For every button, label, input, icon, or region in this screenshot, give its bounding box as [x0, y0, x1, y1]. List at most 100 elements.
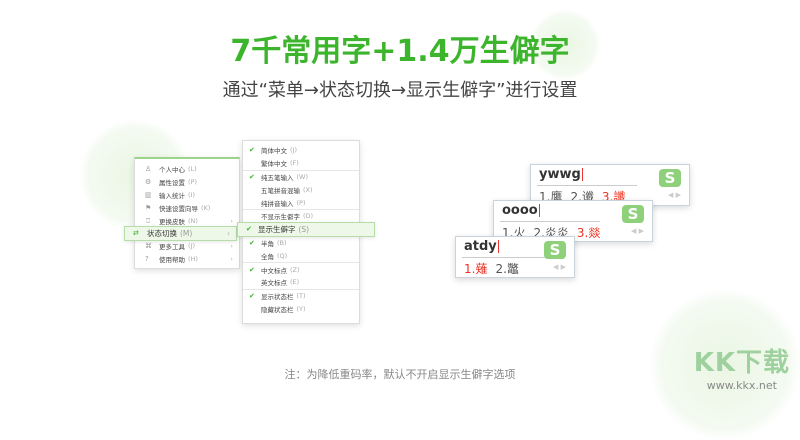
menu-item-label: 使用帮助: [159, 255, 185, 264]
menu-item-key: (J): [290, 146, 297, 155]
divider: [243, 288, 359, 290]
menu-item-key: (T): [296, 292, 306, 301]
divider: [243, 169, 359, 171]
menu-item-label: 不显示生僻字: [261, 213, 300, 222]
menu-item-key: (H): [188, 254, 198, 263]
menu-item-label: 更多工具: [159, 243, 185, 252]
menu-item-label: 更换皮肤: [159, 217, 185, 226]
divider: [462, 257, 562, 258]
menu-item-key: (S): [298, 224, 310, 234]
switch-icon: ⇄: [133, 229, 139, 238]
menu-item-label: 纯五笔输入: [261, 173, 294, 182]
submenu-item[interactable]: 不显示生僻字(D): [243, 210, 359, 223]
menu-item-key: (I): [188, 190, 195, 199]
menu-item-label: 英文标点: [261, 279, 287, 288]
menu-item-label: 显示状态栏: [261, 293, 294, 302]
menu-item-key: (L): [188, 165, 197, 174]
menu-item[interactable]: ▥ 输入统计(I): [135, 189, 239, 202]
page-subtitle: 通过“菜单→状态切换→显示生僻字”进行设置: [222, 80, 578, 101]
submenu-item[interactable]: 繁体中文(F): [243, 157, 359, 170]
chevron-right-icon: ›: [230, 254, 233, 263]
menu-item[interactable]: ⌘ 更多工具(J) ›: [135, 240, 239, 253]
status-submenu: ✔简体中文(J)繁体中文(F)✔纯五笔输入(W)五笔拼音混输(X)纯拼音输入(P…: [237, 140, 375, 324]
check-icon: ✔: [249, 172, 255, 181]
menu-item-key: (Q): [277, 251, 288, 260]
input-code: atdy: [464, 239, 497, 254]
menu-item[interactable]: ⚑ 快速设置向导(K): [135, 201, 239, 214]
watermark-url: www.kkx.net: [706, 379, 777, 392]
divider: [243, 208, 359, 210]
menu-item-label: 半角: [261, 239, 274, 248]
chevron-right-icon: ›: [230, 242, 233, 251]
submenu-item[interactable]: 英文标点(E): [243, 276, 359, 289]
page-nav-arrows-icon[interactable]: ◀ ▶: [631, 227, 644, 235]
menu-item[interactable]: ⚙属性设置(P): [135, 176, 239, 189]
menu-item-key: (Y): [296, 304, 306, 313]
candidate-item[interactable]: 2.鼈: [495, 262, 519, 276]
menu-item[interactable]: ? 使用帮助(H) ›: [135, 253, 239, 266]
input-code: ywwg: [539, 167, 581, 182]
menu-item-key: (W): [296, 172, 309, 181]
chevron-right-icon: ›: [227, 228, 230, 238]
divider: [537, 185, 637, 186]
menu-item-label: 隐藏状态栏: [261, 305, 294, 314]
menu-item-highlighted[interactable]: ⇄ 状态切换(M) ›: [124, 225, 237, 241]
submenu-item[interactable]: 全角(Q): [243, 249, 359, 262]
menu-item[interactable]: ♖更换皮肤(N)›: [135, 214, 239, 227]
tools-icon: ⌘: [145, 242, 152, 251]
candidate-list: 1.薙 2.鼈: [464, 260, 527, 277]
menu-item-key: (X): [303, 185, 313, 194]
candidate-item[interactable]: 3.燚: [576, 226, 601, 240]
menu-item-label: 个人中心: [159, 166, 185, 175]
submenu-item[interactable]: ✔半角(B): [243, 237, 359, 250]
divider: [500, 221, 600, 222]
menu-item-label: 快速设置向导: [159, 204, 198, 213]
submenu-item[interactable]: 五笔拼音混输(X): [243, 183, 359, 196]
sogou-logo-icon: S: [659, 169, 681, 187]
watermark-brand: KK下载: [693, 348, 790, 378]
candidate-window: atdy 1.薙 2.鼈 S ◀ ▶: [455, 236, 575, 278]
menu-item-key: (B): [277, 238, 287, 247]
menu-item-key: (N): [188, 216, 198, 225]
menu-item-label: 中文标点: [261, 266, 287, 275]
watermark: KK下载 www.kkx.net: [694, 342, 790, 392]
sogou-logo-icon: S: [544, 241, 566, 259]
menu-item-key: (P): [188, 178, 197, 187]
submenu-item[interactable]: 隐藏状态栏(Y): [243, 303, 359, 316]
menu-item-key: (E): [290, 278, 300, 287]
page-title: 7千常用字+1.4万生僻字: [230, 34, 570, 69]
check-icon: ✔: [249, 292, 255, 301]
footnote: 注：为降低重码率，默认不开启显示生僻字选项: [284, 368, 516, 381]
menu-item-key: (Z): [290, 265, 300, 274]
check-icon: ✔: [249, 265, 255, 274]
menu-item-key: (F): [290, 159, 299, 168]
check-icon: ✔: [249, 146, 255, 155]
submenu-item[interactable]: 纯拼音输入(P): [243, 196, 359, 209]
chevron-right-icon: ›: [230, 216, 233, 225]
help-icon: ?: [145, 254, 149, 263]
menu-item-label: 全角: [261, 252, 274, 261]
sogou-logo-icon: S: [622, 205, 644, 223]
submenu-item[interactable]: ✔ 显示状态栏(T): [243, 290, 359, 303]
divider: [243, 262, 359, 264]
page-nav-arrows-icon[interactable]: ◀ ▶: [553, 263, 566, 271]
flag-icon: ⚑: [145, 203, 152, 212]
menu-item-key: (K): [201, 203, 211, 212]
candidate-item[interactable]: 1.薙: [464, 262, 488, 276]
menu-item-key: (M): [180, 228, 193, 238]
menu-item-label: 显示生僻字: [258, 224, 296, 234]
submenu-item[interactable]: ✔ 纯五笔输入(W): [243, 171, 359, 184]
bar-chart-icon: ▥: [145, 190, 152, 199]
menu-item-label: 状态切换: [147, 228, 177, 238]
decor-blob: [530, 10, 600, 80]
menu-item-label: 属性设置: [159, 179, 185, 188]
page-nav-arrows-icon[interactable]: ◀ ▶: [668, 191, 681, 199]
submenu-item[interactable]: ✔ 中文标点(Z): [243, 263, 359, 276]
menu-item-label: 输入统计: [159, 191, 185, 200]
menu-item-label: 繁体中文: [261, 160, 287, 169]
main-menu: ♙个人中心(L)⚙属性设置(P)▥输入统计(I)⚑快速设置向导(K)♖更换皮肤(…: [124, 157, 240, 269]
submenu-item-highlighted[interactable]: ✔显示生僻字(S): [237, 221, 375, 237]
submenu-item[interactable]: ✔简体中文(J): [243, 144, 359, 157]
menu-item[interactable]: ♙个人中心(L): [135, 163, 239, 176]
menu-item-key: (J): [188, 242, 195, 251]
